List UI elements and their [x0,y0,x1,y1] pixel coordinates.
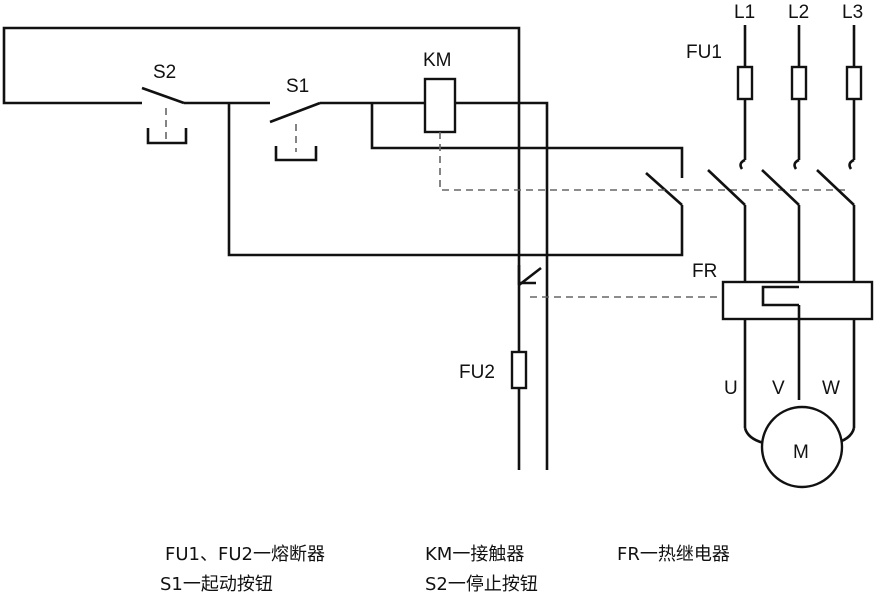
km-main-contact-l2 [761,169,800,206]
legend-fr: FR一热继电器 [617,544,730,565]
label-fu1: FU1 [686,42,722,63]
fu1-fuse-l2 [790,65,808,101]
legend-s1: S1一起动按钮 [160,574,273,595]
s1-button-cap [274,146,318,162]
km-mechanical-link [439,132,845,191]
control-top-wire [2,26,521,470]
label-u: U [724,378,738,399]
label-v: V [772,378,785,399]
label-fu2: FU2 [459,362,495,383]
s2-button-cap [146,128,188,145]
km-aux-branch-top [370,103,684,178]
fr-heater-element [761,285,799,307]
fu1-fuse-l3 [845,65,863,101]
label-motor: M [793,442,809,463]
fu2-fuse [510,350,528,390]
control-return-wire [227,103,684,257]
label-s2: S2 [153,62,176,83]
motor [760,405,844,489]
l2-hook [793,158,800,170]
l3-hook [848,158,855,170]
label-km: KM [423,50,452,71]
label-fr: FR [692,261,717,282]
km-main-contact-l1 [707,169,746,206]
legend-fu: FU1、FU2一熔断器 [165,544,325,565]
legend-km: KM一接触器 [425,544,525,565]
l1-hook [739,158,746,170]
km-aux-contact [645,172,683,206]
km-coil-out-wire [455,101,549,470]
label-w: W [822,378,840,399]
fu1-fuse-l1 [736,65,754,101]
s1-contact [269,101,321,124]
legend-s2: S2一停止按钮 [425,574,538,595]
label-l1: L1 [734,2,755,23]
km-coil [423,77,457,134]
s2-contact [141,86,185,105]
label-s1: S1 [286,76,309,97]
label-l2: L2 [788,2,809,23]
label-l3: L3 [842,2,863,23]
km-main-contact-l3 [816,169,855,206]
